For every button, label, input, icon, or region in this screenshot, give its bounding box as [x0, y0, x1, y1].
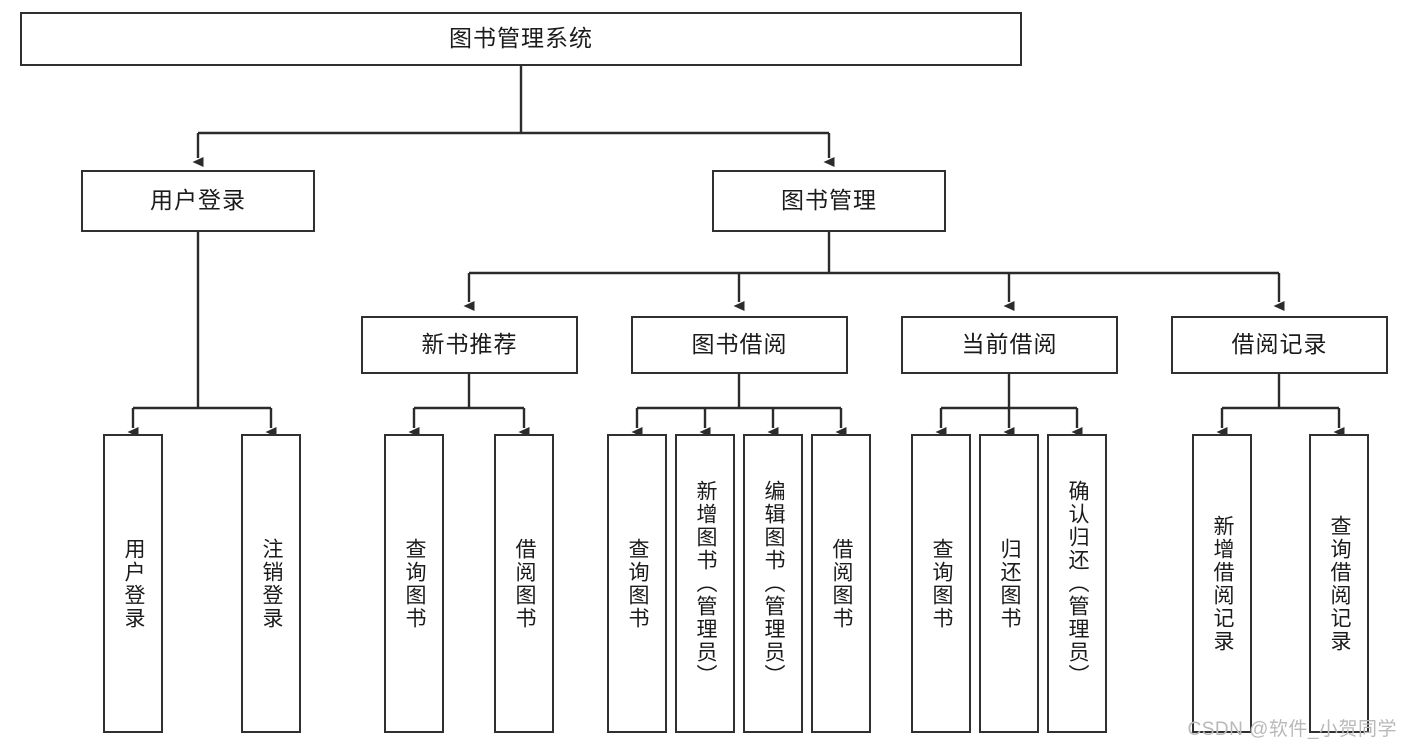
node-label: 新增借阅记录 — [1211, 514, 1235, 653]
node-label: 借阅图书 — [513, 537, 537, 630]
leaf-query-borrow-record[interactable]: 查询借阅记录 — [1309, 434, 1369, 733]
node-label: 查询借阅记录 — [1328, 514, 1352, 653]
node-label: 用户登录 — [150, 187, 246, 214]
leaf-query-book-recommend[interactable]: 查询图书 — [384, 434, 444, 733]
node-label: 图书管理 — [781, 187, 877, 214]
leaf-add-book-admin[interactable]: 新增图书（管理员） — [675, 434, 735, 733]
node-label: 新书推荐 — [421, 331, 518, 358]
node-label: 新增图书（管理员） — [694, 480, 718, 687]
leaf-query-book-current[interactable]: 查询图书 — [911, 434, 971, 733]
node-label: 注销登录 — [260, 537, 284, 630]
leaf-confirm-return-admin[interactable]: 确认归还（管理员） — [1047, 434, 1107, 733]
node-label: 当前借阅 — [961, 331, 1058, 358]
leaf-edit-book-admin[interactable]: 编辑图书（管理员） — [743, 434, 803, 733]
node-label: 归还图书 — [998, 537, 1022, 630]
node-root-book-management-system[interactable]: 图书管理系统 — [20, 12, 1022, 66]
node-label: 确认归还（管理员） — [1066, 480, 1090, 687]
leaf-logout[interactable]: 注销登录 — [241, 434, 301, 733]
node-label: 编辑图书（管理员） — [762, 480, 786, 687]
node-label: 借阅记录 — [1231, 331, 1328, 358]
node-book-management[interactable]: 图书管理 — [712, 170, 946, 232]
node-label: 用户登录 — [122, 537, 146, 630]
node-user-login[interactable]: 用户登录 — [81, 170, 315, 232]
node-new-book-recommend[interactable]: 新书推荐 — [361, 316, 578, 374]
leaf-borrow-book[interactable]: 借阅图书 — [811, 434, 871, 733]
node-label: 图书管理系统 — [449, 25, 593, 52]
leaf-return-book[interactable]: 归还图书 — [979, 434, 1039, 733]
node-borrow-record[interactable]: 借阅记录 — [1171, 316, 1388, 374]
watermark: CSDN @软件_小贺同学 — [1187, 719, 1397, 740]
node-book-borrow[interactable]: 图书借阅 — [631, 316, 848, 374]
leaf-add-borrow-record[interactable]: 新增借阅记录 — [1192, 434, 1252, 733]
node-label: 查询图书 — [403, 537, 427, 630]
leaf-borrow-book-recommend[interactable]: 借阅图书 — [494, 434, 554, 733]
node-label: 查询图书 — [626, 537, 650, 630]
leaf-user-login[interactable]: 用户登录 — [103, 434, 163, 733]
leaf-query-book-borrow[interactable]: 查询图书 — [607, 434, 667, 733]
node-current-borrow[interactable]: 当前借阅 — [901, 316, 1118, 374]
node-label: 图书借阅 — [691, 331, 788, 358]
node-label: 查询图书 — [930, 537, 954, 630]
node-label: 借阅图书 — [830, 537, 854, 630]
